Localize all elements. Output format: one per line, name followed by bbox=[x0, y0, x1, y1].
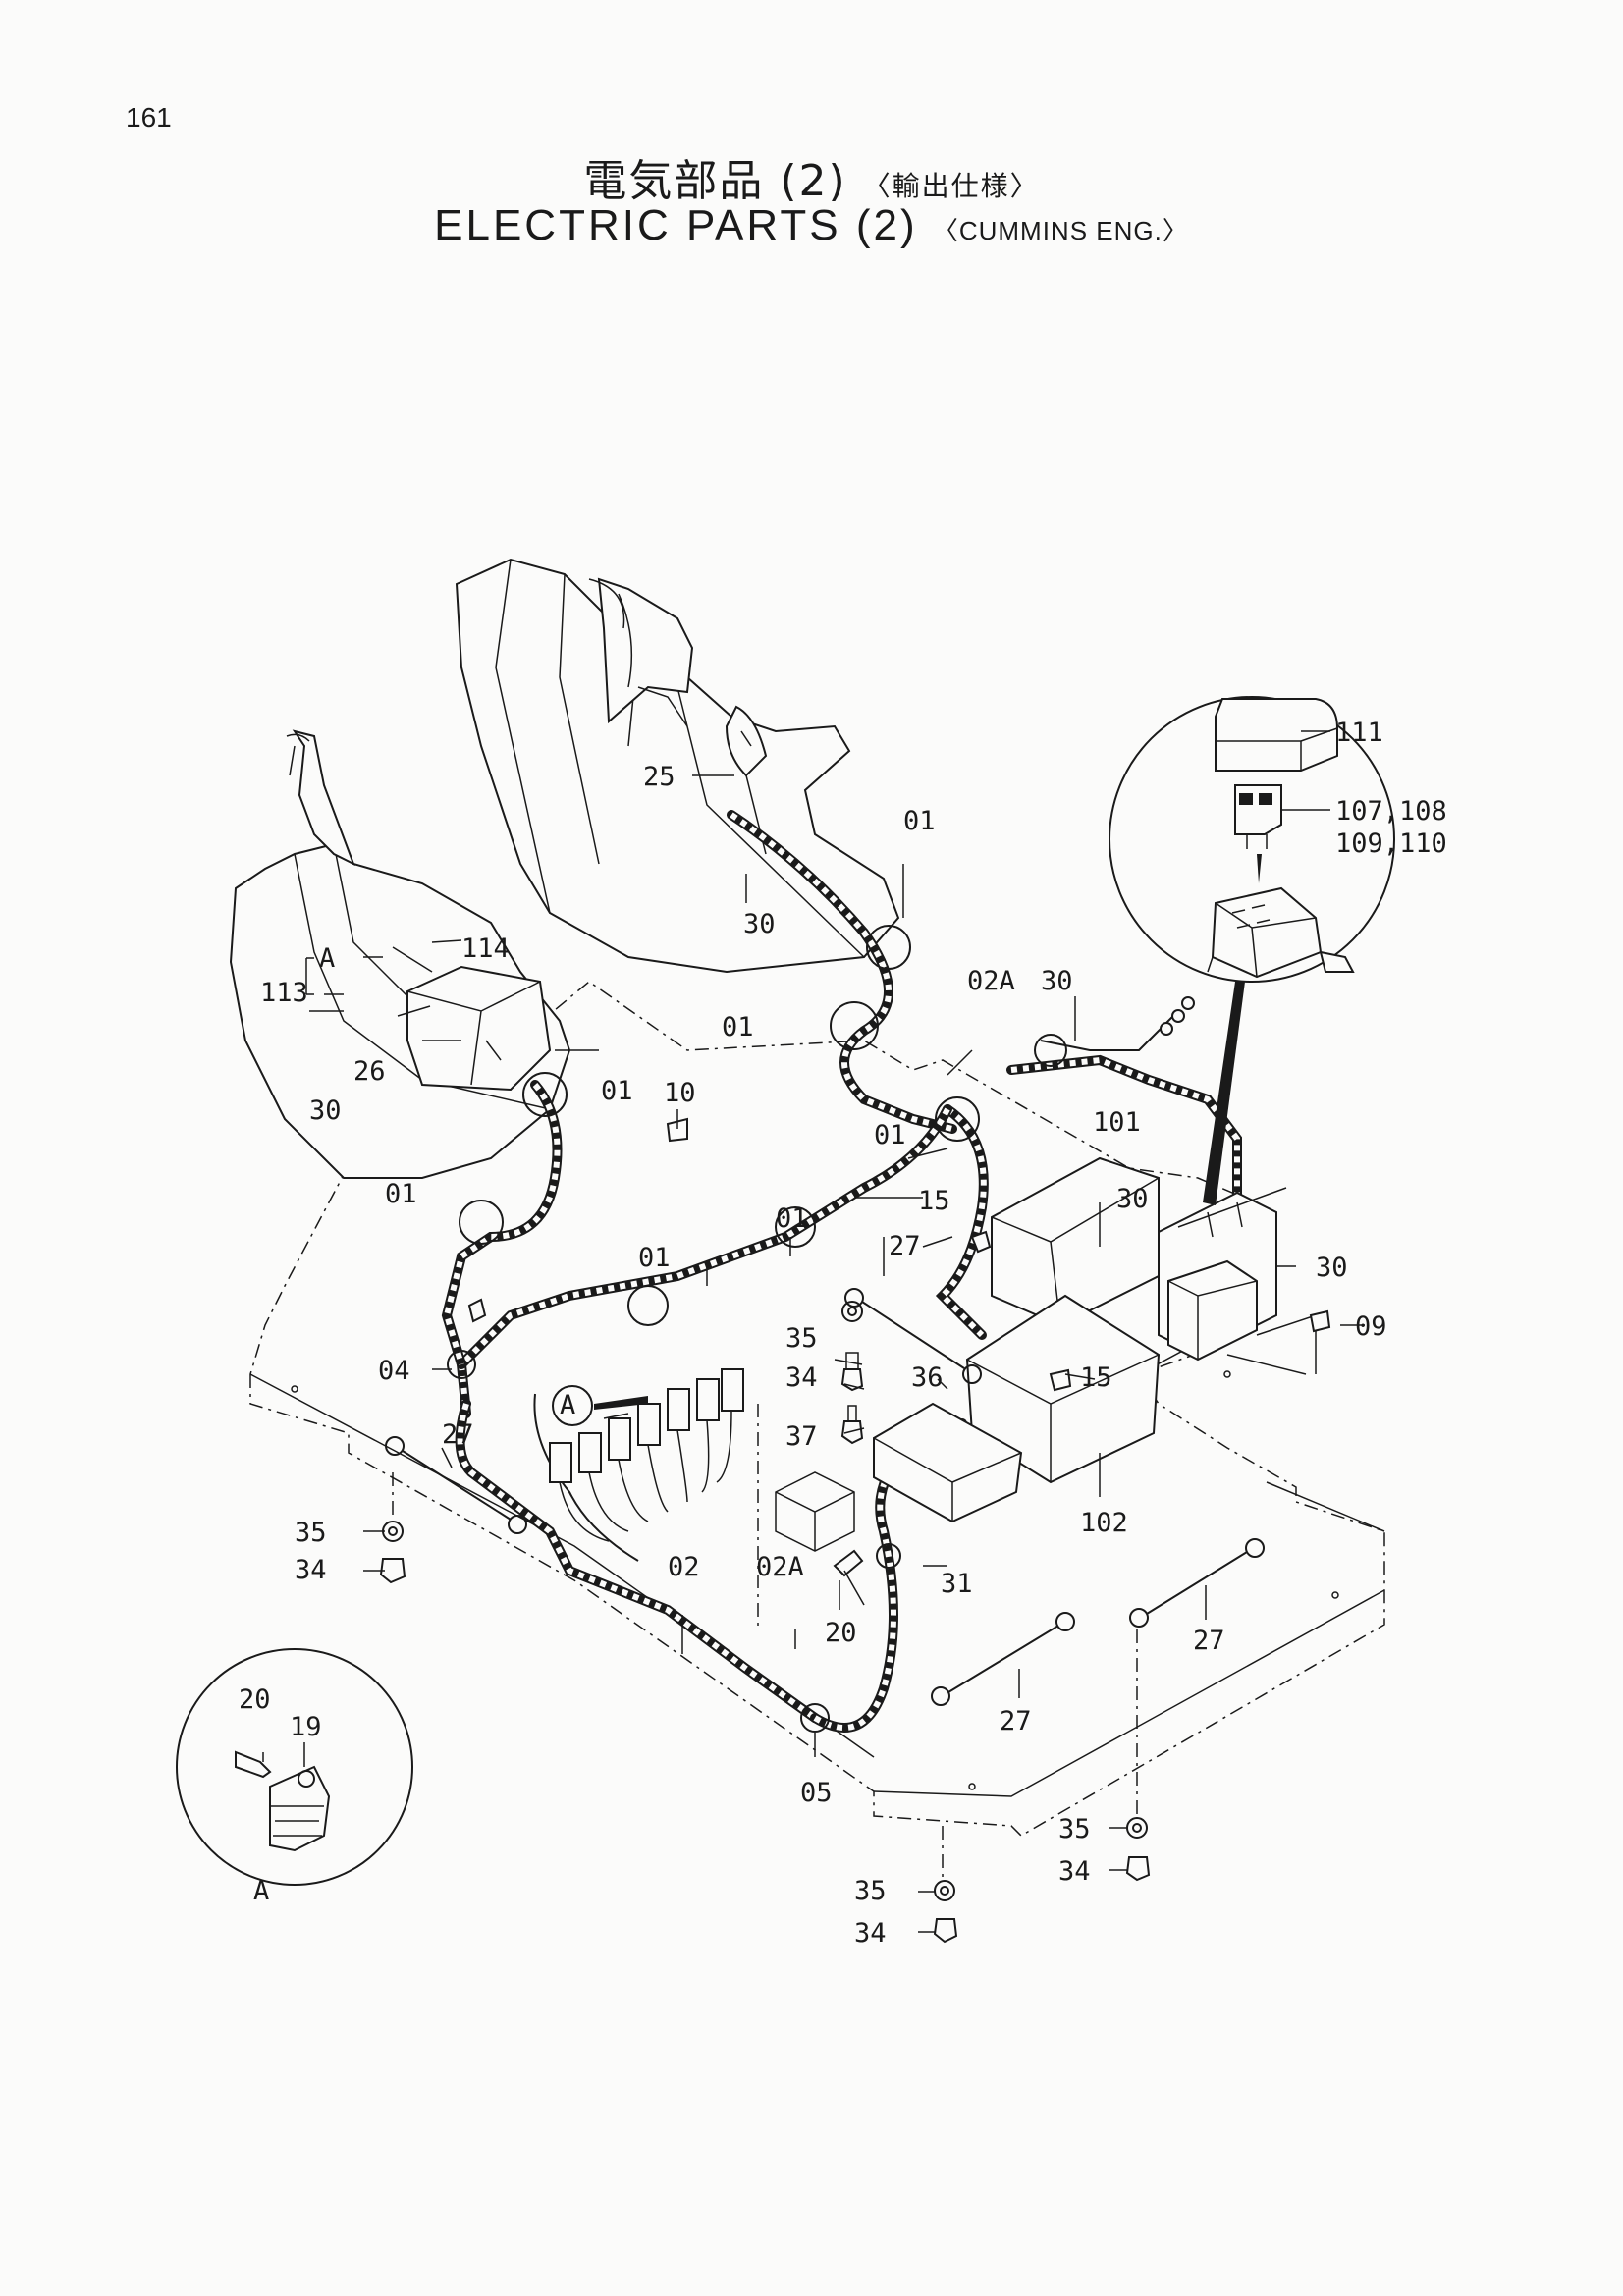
title-english-main: ELECTRIC PARTS (2) bbox=[434, 201, 918, 249]
callout-A: A bbox=[319, 943, 335, 974]
right-control-console bbox=[455, 558, 900, 974]
callout-01: 01 bbox=[874, 1120, 906, 1150]
ground-straps bbox=[385, 1288, 1265, 1706]
callout-102: 102 bbox=[1080, 1508, 1128, 1538]
callout-107-108: 107,108 bbox=[1335, 796, 1447, 827]
callout-31: 31 bbox=[941, 1569, 973, 1599]
title-japanese-main: 電気部品 (2) bbox=[583, 156, 847, 206]
callout-02A: 02A bbox=[967, 966, 1015, 996]
callout-02A: 02A bbox=[756, 1552, 804, 1582]
callout-114: 114 bbox=[461, 934, 510, 964]
callout-20: 20 bbox=[825, 1618, 857, 1648]
callout-15: 15 bbox=[918, 1186, 950, 1216]
callout-A: A bbox=[253, 1876, 269, 1906]
wire-harness bbox=[441, 810, 1242, 1733]
callout-01: 01 bbox=[385, 1179, 417, 1209]
title-english-sub: 〈CUMMINS ENG.〉 bbox=[932, 216, 1189, 245]
title-japanese-sub: 〈輸出仕様〉 bbox=[862, 170, 1040, 202]
fuse-box-detail bbox=[1109, 696, 1395, 983]
callout-101: 101 bbox=[1093, 1107, 1141, 1138]
callout-05: 05 bbox=[800, 1778, 833, 1808]
callout-35: 35 bbox=[295, 1518, 327, 1548]
callout-30: 30 bbox=[309, 1095, 342, 1126]
leader-lines bbox=[262, 730, 1365, 1933]
callout-36: 36 bbox=[911, 1362, 944, 1393]
callout-25: 25 bbox=[643, 762, 676, 792]
callout-27: 27 bbox=[1193, 1626, 1225, 1656]
title-japanese: 電気部品 (2) 〈輸出仕様〉 bbox=[0, 145, 1623, 208]
callout-20: 20 bbox=[239, 1684, 271, 1715]
callout-30: 30 bbox=[1116, 1184, 1149, 1214]
callout-02: 02 bbox=[668, 1552, 700, 1582]
callout-01: 01 bbox=[722, 1012, 754, 1042]
callout-01: 01 bbox=[601, 1076, 633, 1106]
connector-group bbox=[549, 1368, 744, 1542]
callout-01: 01 bbox=[638, 1243, 671, 1273]
callout-labels: 111 107,108 109,110 25 01 30 114 A 113 0… bbox=[239, 718, 1447, 1949]
left-control-console bbox=[229, 729, 571, 1179]
callout-09: 09 bbox=[1355, 1311, 1387, 1342]
harness-clamps bbox=[447, 925, 1067, 1733]
callout-04: 04 bbox=[378, 1356, 410, 1386]
callout-111: 111 bbox=[1335, 718, 1383, 748]
callout-10: 10 bbox=[664, 1078, 696, 1108]
connector-detail-a bbox=[176, 1648, 413, 1886]
callout-34: 34 bbox=[1058, 1856, 1091, 1887]
fuse-box-assembly bbox=[1158, 982, 1317, 1375]
callout-35: 35 bbox=[1058, 1814, 1091, 1844]
callout-34: 34 bbox=[785, 1362, 818, 1393]
callout-19: 19 bbox=[290, 1712, 322, 1742]
callout-34: 34 bbox=[854, 1918, 887, 1949]
callout-01: 01 bbox=[776, 1203, 808, 1234]
callout-35: 35 bbox=[785, 1323, 818, 1354]
title-english: ELECTRIC PARTS (2) 〈CUMMINS ENG.〉 bbox=[0, 201, 1623, 250]
callout-30: 30 bbox=[743, 909, 776, 939]
callout-37: 37 bbox=[785, 1421, 818, 1452]
callout-26: 26 bbox=[353, 1056, 386, 1087]
callout-34: 34 bbox=[295, 1555, 327, 1585]
callout-A: A bbox=[560, 1390, 575, 1420]
page-number: 161 bbox=[126, 102, 172, 133]
callout-15: 15 bbox=[1080, 1362, 1112, 1393]
callout-30: 30 bbox=[1041, 966, 1073, 996]
callout-27: 27 bbox=[1000, 1706, 1032, 1736]
callout-109-110: 109,110 bbox=[1335, 828, 1447, 859]
callout-30: 30 bbox=[1316, 1253, 1348, 1283]
callout-113: 113 bbox=[260, 978, 308, 1008]
callout-27: 27 bbox=[889, 1231, 921, 1261]
callout-35: 35 bbox=[854, 1876, 887, 1906]
callout-27: 27 bbox=[442, 1419, 474, 1450]
bolts-and-washers bbox=[379, 1117, 1331, 1944]
controller-units bbox=[775, 1156, 1161, 1552]
callout-01: 01 bbox=[903, 806, 936, 836]
